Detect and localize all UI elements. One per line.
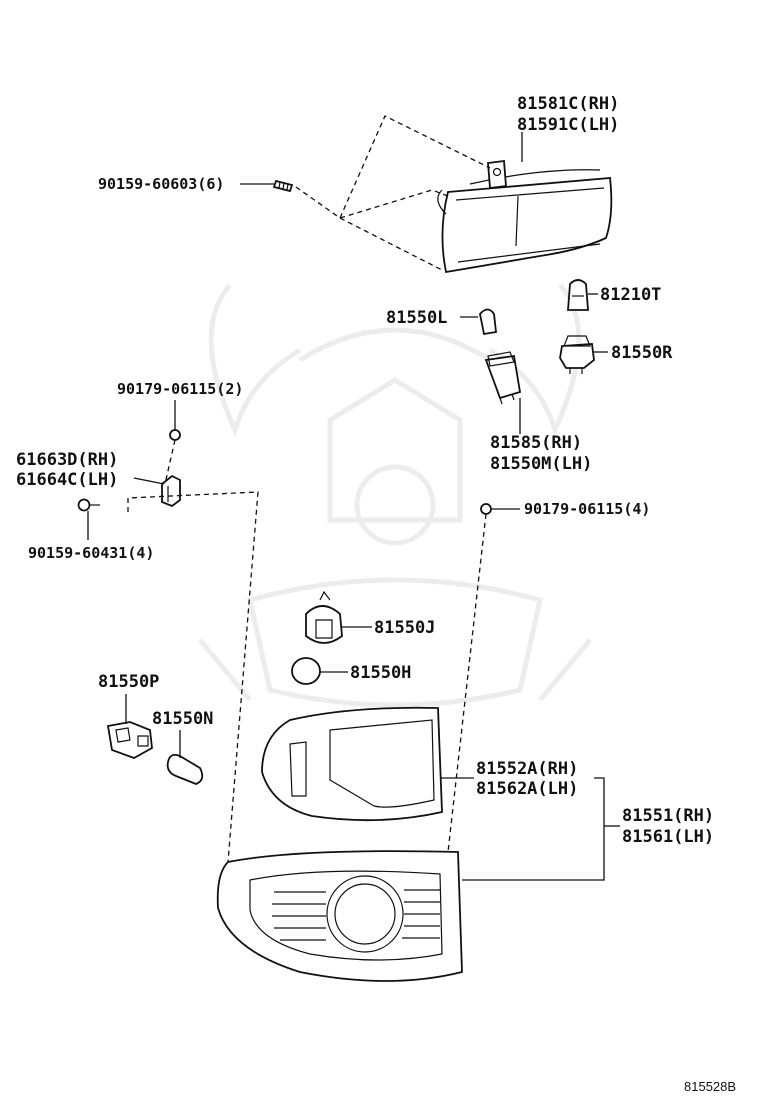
bulb-81550l[interactable] xyxy=(479,308,497,336)
socket-81550p[interactable] xyxy=(106,721,153,759)
label-81562a: 81562A(LH) xyxy=(476,779,578,799)
socket-81550j[interactable] xyxy=(305,590,343,644)
label-81550m: 81550M(LH) xyxy=(490,454,592,474)
label-90179-06115-2: 90179-06115(2) xyxy=(117,380,243,398)
label-81591c: 81591C(LH) xyxy=(517,115,619,135)
nut-90179-06115-4[interactable] xyxy=(480,503,492,515)
bulb-81210t[interactable] xyxy=(567,279,589,311)
screw-90159-60603[interactable] xyxy=(272,179,294,193)
label-81581c: 81581C(RH) xyxy=(517,94,619,114)
label-81550j: 81550J xyxy=(374,618,435,638)
label-61663d: 61663D(RH) xyxy=(16,450,118,470)
label-81550h: 81550H xyxy=(350,663,411,683)
label-81551: 81551(RH) xyxy=(622,806,714,826)
bracket-61663d[interactable] xyxy=(161,474,181,508)
bulb-81550n[interactable] xyxy=(166,753,204,785)
label-90179-06115-4: 90179-06115(4) xyxy=(524,500,650,518)
label-81550p: 81550P xyxy=(98,672,159,692)
label-90159-60431: 90159-60431(4) xyxy=(28,544,154,562)
nut-90179-06115-2[interactable] xyxy=(169,429,181,441)
lamp-assembly-81551[interactable] xyxy=(216,850,463,982)
bulb-81550h[interactable] xyxy=(291,657,321,685)
assembly-dashed-lines xyxy=(127,115,491,863)
label-81550l: 81550L xyxy=(386,308,447,328)
socket-81550r[interactable] xyxy=(559,335,595,374)
label-61664c: 61664C(LH) xyxy=(16,470,118,490)
socket-81585[interactable] xyxy=(484,351,522,405)
label-81550r: 81550R xyxy=(611,343,673,363)
leader-lines xyxy=(87,132,620,881)
label-81561: 81561(LH) xyxy=(622,827,714,847)
diagram-reference-number: 815528B xyxy=(684,1079,736,1094)
label-90159-60603: 90159-60603(6) xyxy=(98,175,224,193)
label-81210t: 81210T xyxy=(600,285,661,305)
watermark-emblem xyxy=(198,283,592,708)
label-81550n: 81550N xyxy=(152,709,213,729)
label-81585: 81585(RH) xyxy=(490,433,582,453)
lens-81552a[interactable] xyxy=(261,706,443,822)
label-81552a: 81552A(RH) xyxy=(476,759,578,779)
screw-90159-60431[interactable] xyxy=(77,498,101,512)
upper-lamp-housing[interactable] xyxy=(437,159,613,274)
